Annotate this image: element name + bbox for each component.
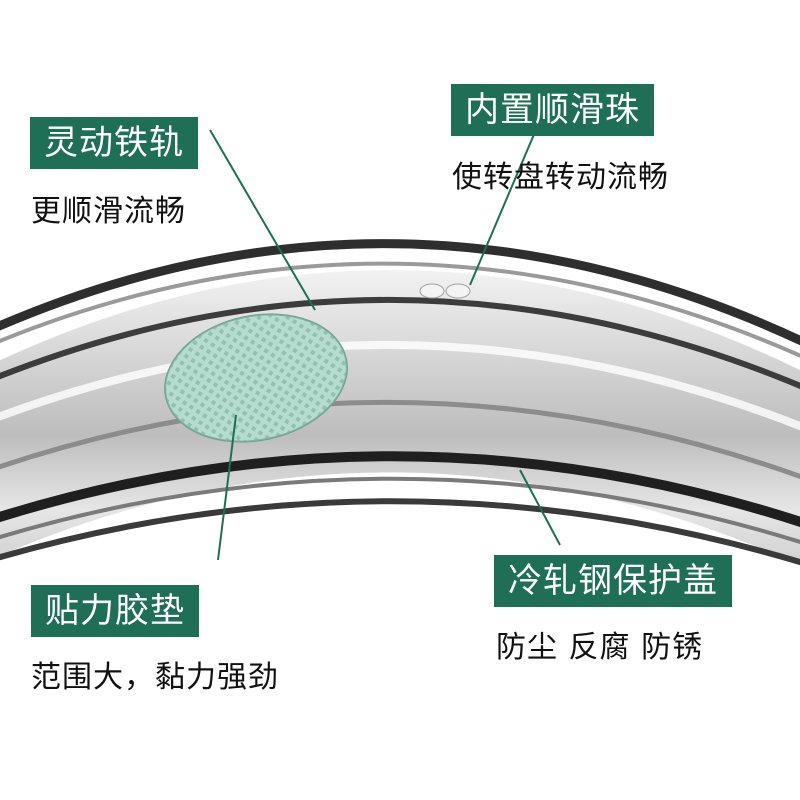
leader-lines bbox=[209, 124, 561, 561]
leader-line-pad bbox=[217, 414, 237, 561]
callout-desc-rail: 更顺滑流畅 bbox=[31, 194, 186, 229]
leader-line-cover bbox=[519, 469, 561, 546]
callout-title-rail: 灵动铁轨 bbox=[30, 117, 198, 169]
callout-title-cover: 冷轧钢保护盖 bbox=[494, 555, 732, 607]
callout-title-pad: 贴力胶垫 bbox=[31, 585, 199, 637]
callout-desc-bearing: 使转盘转动流畅 bbox=[452, 160, 669, 195]
leader-line-bearing bbox=[469, 124, 539, 286]
ball-bearing bbox=[419, 283, 471, 299]
callout-desc-cover: 防尘 反腐 防锈 bbox=[496, 630, 704, 665]
callout-desc-pad: 范围大，黏力强劲 bbox=[31, 660, 279, 695]
adhesive-pad bbox=[164, 313, 348, 443]
callout-title-bearing: 内置顺滑珠 bbox=[451, 84, 654, 136]
steel-ring bbox=[0, 239, 800, 566]
leader-line-rail bbox=[209, 129, 316, 311]
